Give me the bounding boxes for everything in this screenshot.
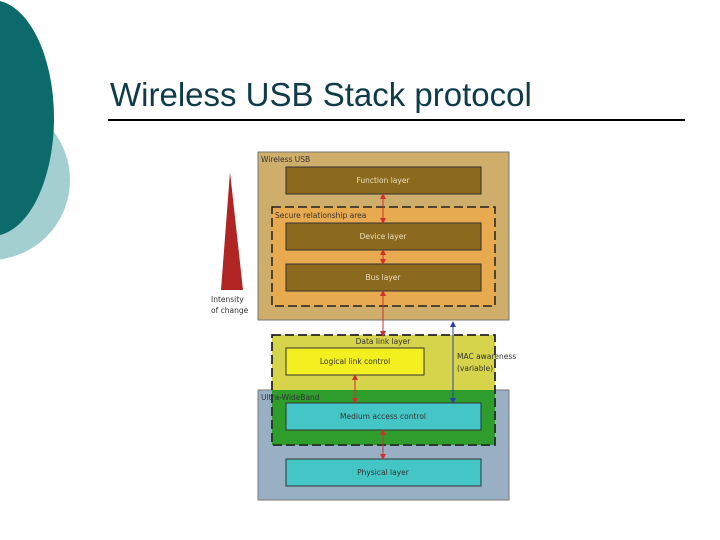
physical-layer-label: Physical layer bbox=[357, 468, 410, 477]
mac-awareness-label-2: (variable) bbox=[457, 364, 493, 373]
device-layer-label: Device layer bbox=[360, 232, 408, 241]
device-layer-box bbox=[285, 222, 482, 251]
logical-link-control-label: Logical link control bbox=[320, 357, 390, 366]
logical-link-control-box bbox=[285, 347, 425, 376]
dark-circle bbox=[0, 1, 54, 235]
title-underline bbox=[108, 119, 685, 121]
bus-layer-box bbox=[285, 263, 482, 292]
wireless-usb-label: Wireless USB bbox=[261, 155, 310, 164]
physical-layer-box bbox=[285, 458, 482, 487]
function-layer-box bbox=[285, 166, 482, 195]
slide-title: Wireless USB Stack protocol bbox=[110, 76, 532, 113]
intensity-triangle bbox=[221, 172, 243, 290]
secure-area-label: Secure relationship area bbox=[275, 211, 366, 220]
function-layer-label: Function layer bbox=[356, 176, 410, 185]
decorative-circles bbox=[0, 1, 70, 260]
intensity-label-1: Intensity bbox=[211, 295, 244, 304]
medium-access-control-label: Medium access control bbox=[340, 412, 426, 421]
uwb-label: Ultra-WideBand bbox=[261, 393, 320, 402]
mac-awareness-label-1: MAC awareness bbox=[457, 352, 516, 361]
data-link-label: Data link layer bbox=[356, 337, 412, 346]
intensity-label-2: of change bbox=[211, 306, 249, 315]
bus-layer-label: Bus layer bbox=[365, 273, 401, 282]
protocol-stack-diagram: Intensity of change Wireless USB Functio… bbox=[211, 151, 516, 501]
